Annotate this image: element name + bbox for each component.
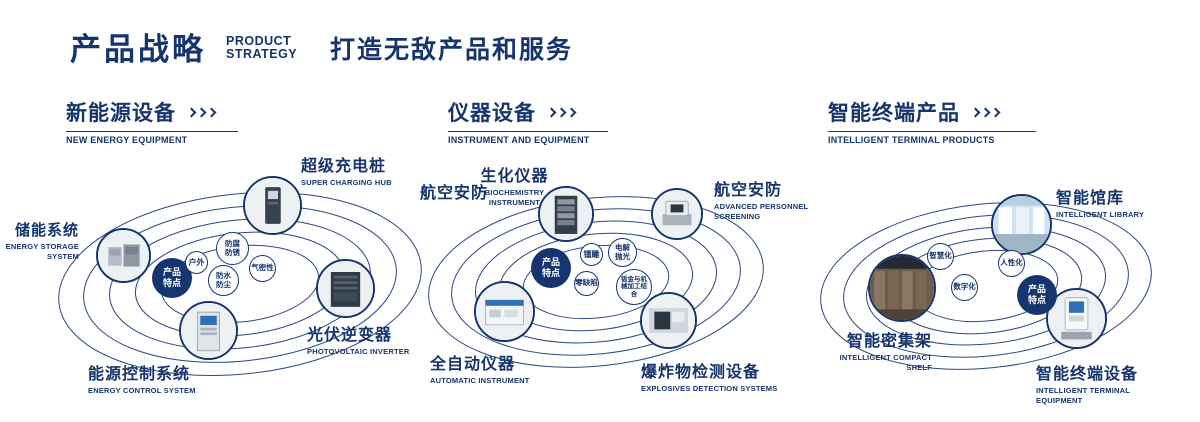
aviation-security-label: 航空安防	[420, 185, 489, 202]
section-underline	[66, 131, 238, 132]
feature-bubble: 防腐防锈	[216, 232, 249, 265]
super-charger-image	[245, 178, 300, 233]
pv-inverter-photo	[316, 259, 375, 318]
intelligent-library-label: 智能馆库 INTELLIGENT LIBRARY	[1056, 190, 1145, 219]
explosives-detection-photo	[640, 292, 697, 349]
automatic-instrument-label: 全自动仪器 AUTOMATIC INSTRUMENT	[430, 356, 530, 385]
personnel-screening-label: 航空安防 ADVANCED PERSONNEL SCREENING	[714, 182, 809, 221]
compact-shelf-image	[870, 256, 934, 320]
energy-control-photo	[179, 301, 238, 360]
product-features-circle: 产品特点	[531, 248, 571, 288]
feature-bubble: 防水防尘	[208, 265, 239, 296]
orbit-rings-intelligent-terminal	[820, 202, 1152, 370]
feature-bubble: 镭雕	[580, 243, 603, 266]
section-title: 智能终端产品	[828, 102, 960, 125]
terminal-device-image	[1048, 290, 1105, 347]
biochemistry-instrument-label: 生化仪器 BIOCHEMISTRY INSTRUMENT	[480, 168, 549, 207]
energy-control-image	[181, 303, 236, 358]
feature-bubble: 零缺陷	[574, 271, 599, 296]
page-title-en: PRODUCT STRATEGY	[226, 35, 297, 61]
energy-storage-image	[98, 230, 149, 281]
super-charger-photo	[243, 176, 302, 235]
biochemistry-instrument-photo	[538, 186, 594, 242]
section-title: 新能源设备	[66, 102, 176, 125]
energy-storage-photo	[96, 228, 151, 283]
compact-shelf-photo	[868, 254, 936, 322]
energy-control-label: 能源控制系统 ENERGY CONTROL SYSTEM	[88, 366, 196, 395]
compact-shelf-label: 智能密集架 INTELLIGENT COMPACT SHELF	[839, 333, 932, 372]
page-slogan: 打造无敌产品和服务	[330, 36, 574, 64]
energy-storage-label: 储能系统 ENERGY STORAGE SYSTEM	[5, 222, 79, 261]
section-subtitle: INSTRUMENT AND EQUIPMENT	[448, 135, 590, 145]
triple-chevron-icon	[969, 107, 1001, 117]
terminal-device-photo	[1046, 288, 1107, 349]
explosives-detection-image	[642, 294, 695, 347]
feature-bubble: 人性化	[998, 250, 1025, 277]
page-title-en-line2: STRATEGY	[226, 47, 298, 61]
pv-inverter-image	[318, 261, 373, 316]
section-header-new-energy: 新能源设备 NEW ENERGY EQUIPMENT	[66, 97, 238, 145]
feature-bubble: 智慧化	[927, 243, 954, 270]
product-features-circle: 产品特点	[1017, 275, 1057, 315]
page-title: 产品战略	[70, 32, 206, 67]
intelligent-library-photo	[991, 194, 1052, 255]
section-title: 仪器设备	[448, 102, 536, 125]
triple-chevron-icon	[545, 107, 577, 117]
triple-chevron-icon	[185, 107, 217, 117]
personnel-screening-image	[653, 190, 701, 238]
page-title-en-line1: PRODUCT	[226, 34, 292, 48]
feature-bubble: 户外	[185, 251, 208, 274]
intelligent-library-image	[993, 196, 1050, 253]
section-underline	[828, 131, 1036, 132]
automatic-instrument-photo	[474, 281, 535, 342]
section-header-intelligent-terminal: 智能终端产品 INTELLIGENT TERMINAL PRODUCTS	[828, 97, 1036, 145]
section-subtitle: INTELLIGENT TERMINAL PRODUCTS	[828, 135, 995, 145]
pv-inverter-label: 光伏逆变器 PHOTOVOLTAIC INVERTER	[307, 327, 410, 356]
super-charger-label: 超级充电桩 SUPER CHARGING HUB	[301, 158, 392, 187]
feature-bubble: 电解抛光	[608, 238, 637, 267]
section-header-instrument: 仪器设备 INSTRUMENT AND EQUIPMENT	[448, 97, 608, 145]
terminal-device-label: 智能终端设备 INTELLIGENT TERMINAL EQUIPMENT	[1036, 366, 1139, 405]
feature-bubble: 数字化	[951, 274, 978, 301]
explosives-detection-label: 爆炸物检测设备 EXPLOSIVES DETECTION SYSTEMS	[641, 364, 778, 393]
feature-bubble: 气密性	[249, 255, 276, 282]
section-subtitle: NEW ENERGY EQUIPMENT	[66, 135, 188, 145]
section-underline	[448, 131, 608, 132]
personnel-screening-photo	[651, 188, 703, 240]
biochemistry-instrument-image	[540, 188, 592, 240]
feature-bubble: 钣金与机械加工结合	[616, 269, 652, 305]
automatic-instrument-image	[476, 283, 533, 340]
